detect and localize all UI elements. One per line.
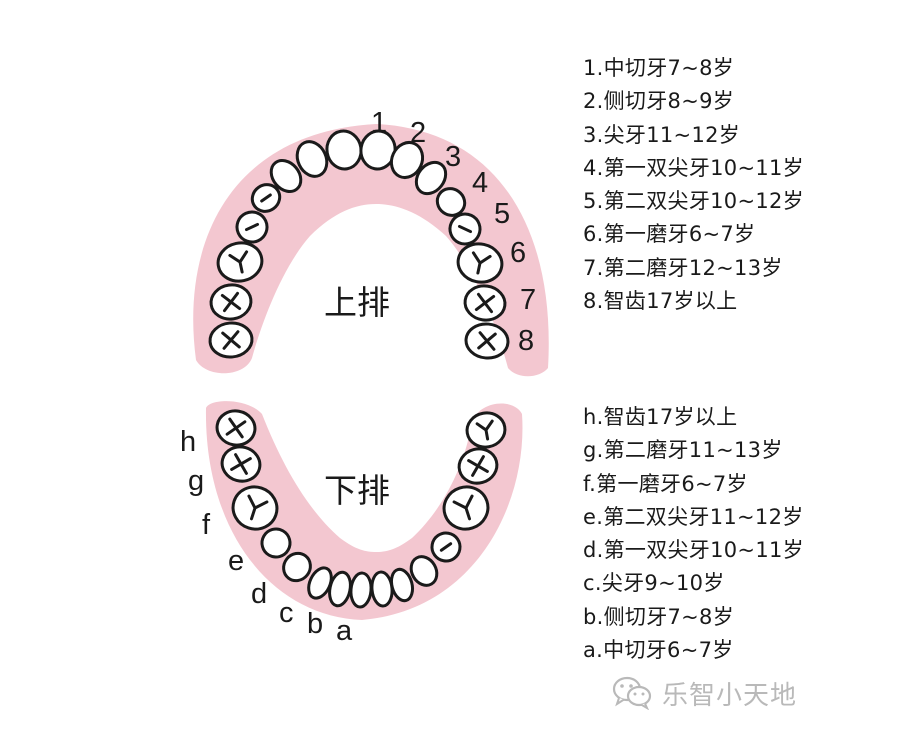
legend-item: h.智齿17岁以上: [583, 405, 738, 429]
legend-item: a.中切牙6~7岁: [583, 638, 734, 663]
lower-tooth: [231, 485, 279, 531]
legend-item: 7.第二磨牙12~13岁: [583, 255, 783, 280]
lower-tooth-letter: e: [228, 545, 244, 577]
upper-tooth: [209, 283, 253, 321]
lower-tooth-letter: d: [251, 578, 267, 610]
legend-item: 3.尖牙11~12岁: [583, 122, 741, 147]
legend-item: f.第一磨牙6~7岁: [583, 471, 748, 496]
upper-arch-title: 上排: [324, 283, 390, 322]
watermark: 乐智小天地: [612, 673, 797, 713]
wechat-icon: [612, 676, 652, 710]
upper-tooth-number: 2: [410, 117, 426, 149]
lower-tooth: [430, 531, 462, 563]
upper-tooth: [208, 321, 254, 359]
legend-item: d.第一双尖牙10~11岁: [583, 538, 804, 563]
lower-tooth: [409, 555, 439, 587]
lower-tooth-letter: c: [279, 597, 294, 629]
upper-tooth-number: 4: [472, 167, 488, 199]
lower-tooth: [282, 551, 312, 583]
upper-tooth: [216, 241, 264, 283]
upper-tooth: [456, 242, 504, 284]
upper-legend: 1.中切牙7~8岁 2.侧切牙8~9岁 3.尖牙11~12岁 4.第一双尖牙10…: [583, 52, 804, 318]
legend-item: 2.侧切牙8~9岁: [583, 89, 735, 114]
upper-tooth-number: 3: [445, 141, 461, 173]
upper-tooth: [464, 322, 510, 360]
lower-tooth: [220, 445, 262, 483]
lower-tooth: [215, 409, 257, 447]
upper-tooth: [448, 212, 482, 246]
upper-tooth-number: 7: [520, 284, 536, 316]
legend-item: 8.智齿17岁以上: [583, 289, 738, 314]
upper-tooth-number: 8: [518, 325, 534, 357]
lower-tooth: [389, 567, 415, 603]
upper-tooth: [235, 210, 269, 244]
lower-tooth-letter: a: [336, 615, 353, 647]
legend-item: e.第二双尖牙11~12岁: [583, 504, 804, 529]
lower-legend: h.智齿17岁以上 g.第二磨牙11~13岁 f.第一磨牙6~7岁 e.第二双尖…: [583, 401, 804, 667]
lower-tooth-letter: b: [307, 608, 323, 640]
upper-tooth: [295, 140, 329, 178]
upper-tooth: [250, 183, 282, 213]
upper-tooth-number: 6: [510, 237, 526, 269]
upper-tooth-number: 1: [371, 107, 387, 139]
upper-tooth: [463, 284, 507, 322]
upper-tooth: [269, 159, 303, 193]
lower-tooth-letter: g: [188, 465, 204, 497]
lower-tooth: [457, 447, 499, 485]
upper-tooth: [389, 140, 425, 180]
legend-item: g.第二磨牙11~13岁: [583, 438, 783, 463]
lower-tooth: [442, 485, 490, 531]
lower-tooth: [260, 527, 292, 559]
teeth-layer: [208, 129, 510, 609]
legend-item: b.侧切牙7~8岁: [583, 604, 735, 629]
legend-item: 6.第一磨牙6~7岁: [583, 222, 756, 247]
upper-tooth: [414, 160, 448, 196]
lower-tooth: [465, 411, 507, 449]
watermark-text: 乐智小天地: [662, 680, 798, 711]
upper-tooth-number: 5: [494, 198, 510, 230]
legend-item: 5.第二双尖牙10~12岁: [583, 189, 804, 214]
lower-tooth-letter: f: [202, 509, 211, 541]
lower-arch-title: 下排: [324, 471, 390, 510]
legend-item: c.尖牙9~10岁: [583, 571, 725, 596]
lower-tooth-letter: h: [180, 426, 196, 458]
legend-item: 1.中切牙7~8岁: [583, 56, 735, 80]
legend-item: 4.第一双尖牙10~11岁: [583, 155, 804, 180]
upper-tooth: [435, 187, 467, 217]
